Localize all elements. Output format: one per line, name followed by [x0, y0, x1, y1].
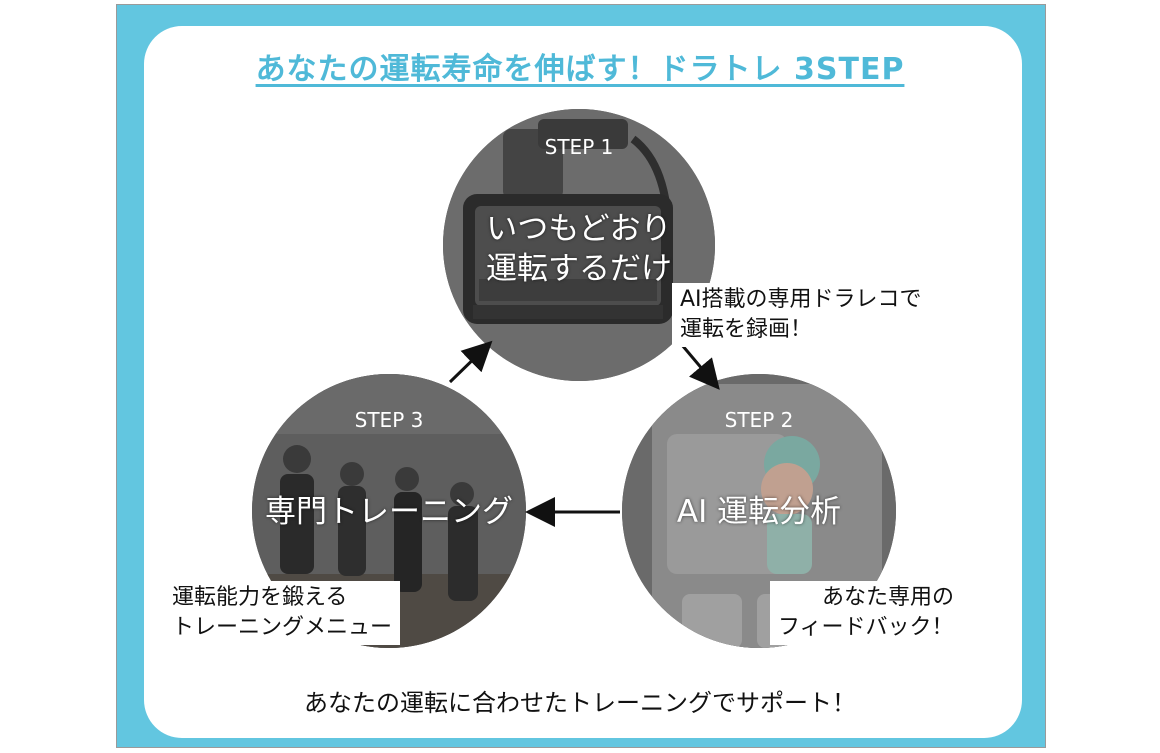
- dashcam-photo-icon: [443, 109, 715, 381]
- arrow-step3-to-step1: [448, 340, 493, 384]
- step2-note-line1: あなた専用の: [822, 585, 955, 610]
- step3-label: STEP 3: [354, 408, 424, 432]
- step1-label: STEP 1: [544, 135, 614, 159]
- step2-note: あなた専用の フィードバック！: [770, 581, 963, 645]
- step1-circle: STEP 1 いつもどおり 運転するだけ: [443, 109, 715, 381]
- step2-title: AI 運転分析: [676, 494, 842, 530]
- step1-title: いつもどおり 運転するだけ: [486, 211, 672, 287]
- step1-note-line2: 運転を録画！: [680, 317, 813, 342]
- step2-note-line2: フィードバック！: [778, 615, 954, 640]
- step3-title: 専門トレーニング: [265, 494, 513, 530]
- step3-note-line1: 運転能力を鍛える: [172, 585, 348, 610]
- step3-note: 運転能力を鍛える トレーニングメニュー: [164, 581, 401, 645]
- step1-note: AI搭載の専用ドラレコで 運転を録画！: [672, 283, 930, 347]
- page-title: あなたの運転寿命を伸ばす！ドラトレ 3STEP: [255, 52, 905, 87]
- step1-note-line1: AI搭載の専用ドラレコで: [680, 287, 922, 312]
- arrow-step1-to-step2: [680, 344, 720, 390]
- step3-note-line2: トレーニングメニュー: [172, 615, 393, 640]
- step2-label: STEP 2: [724, 408, 794, 432]
- footer-text: あなたの運転に合わせたトレーニングでサポート！: [304, 689, 856, 717]
- app-screenshot-photo-icon: [622, 374, 896, 648]
